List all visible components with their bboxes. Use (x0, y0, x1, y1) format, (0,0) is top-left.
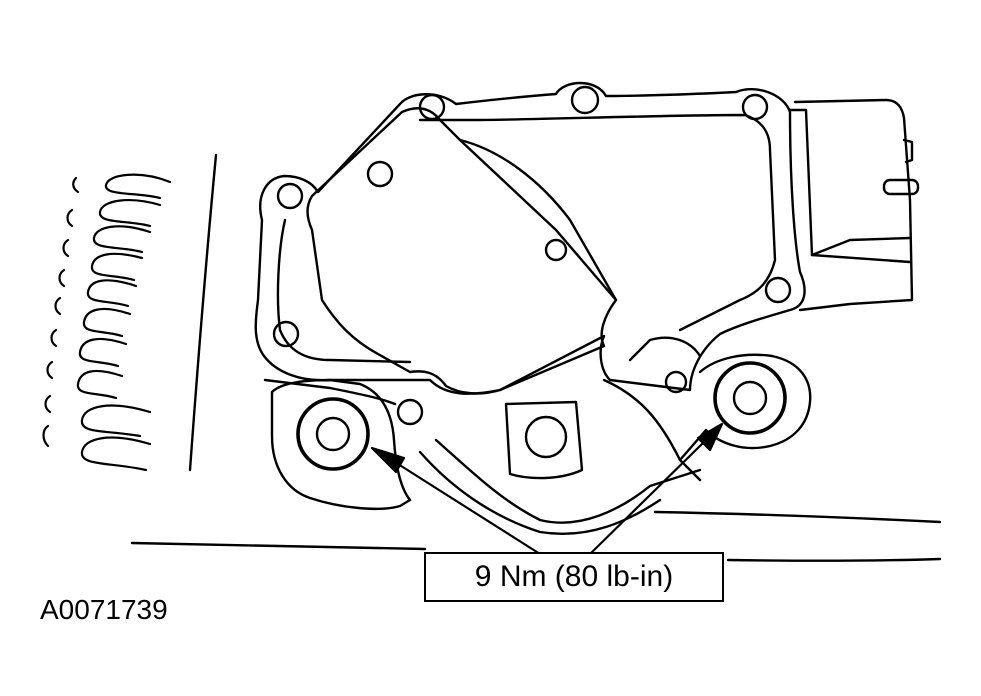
housing-edge (188, 153, 218, 472)
cover-plate (306, 107, 618, 395)
left-arrowhead (370, 446, 406, 474)
switch-housing (254, 81, 806, 406)
cooling-fins (42, 173, 172, 472)
lower-body (418, 336, 702, 535)
left-mounting-ear (270, 378, 412, 511)
figure-id-label: A0071739 (40, 594, 168, 625)
right-mounting-ear (678, 353, 812, 462)
left-bolt-flange (296, 397, 370, 471)
surface-lines (130, 510, 942, 562)
bolt-holes (272, 85, 792, 426)
left-bolt-head (315, 416, 351, 452)
right-bolt-head (732, 380, 768, 416)
right-arrowhead (696, 422, 724, 452)
callout-leaders (370, 422, 724, 556)
torque-spec-callout: 9 Nm (80 lb-in) (424, 552, 724, 602)
right-bolt-flange (713, 361, 787, 435)
electrical-connector (788, 98, 920, 312)
